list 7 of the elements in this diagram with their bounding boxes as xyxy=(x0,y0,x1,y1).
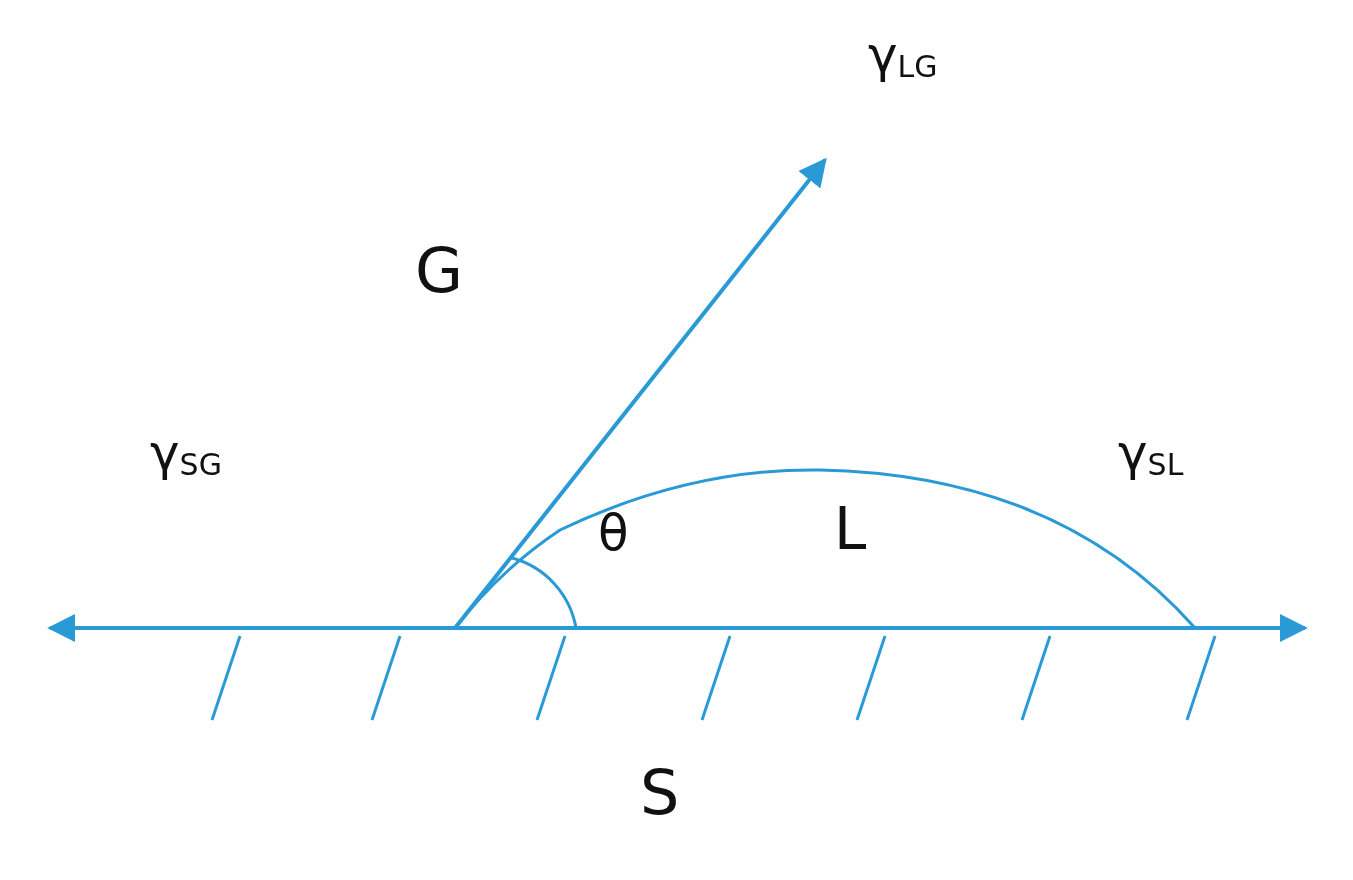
phase-label: G xyxy=(415,240,464,302)
angle-label: θ xyxy=(598,508,629,558)
force-label: γ$_{SG}$ xyxy=(150,428,222,480)
force-label: γ$_{LG}$ xyxy=(868,30,938,82)
phase-label: S xyxy=(640,762,680,824)
phase-label: L xyxy=(834,500,867,558)
force-label: γ$_{SL}$ xyxy=(1118,428,1184,480)
